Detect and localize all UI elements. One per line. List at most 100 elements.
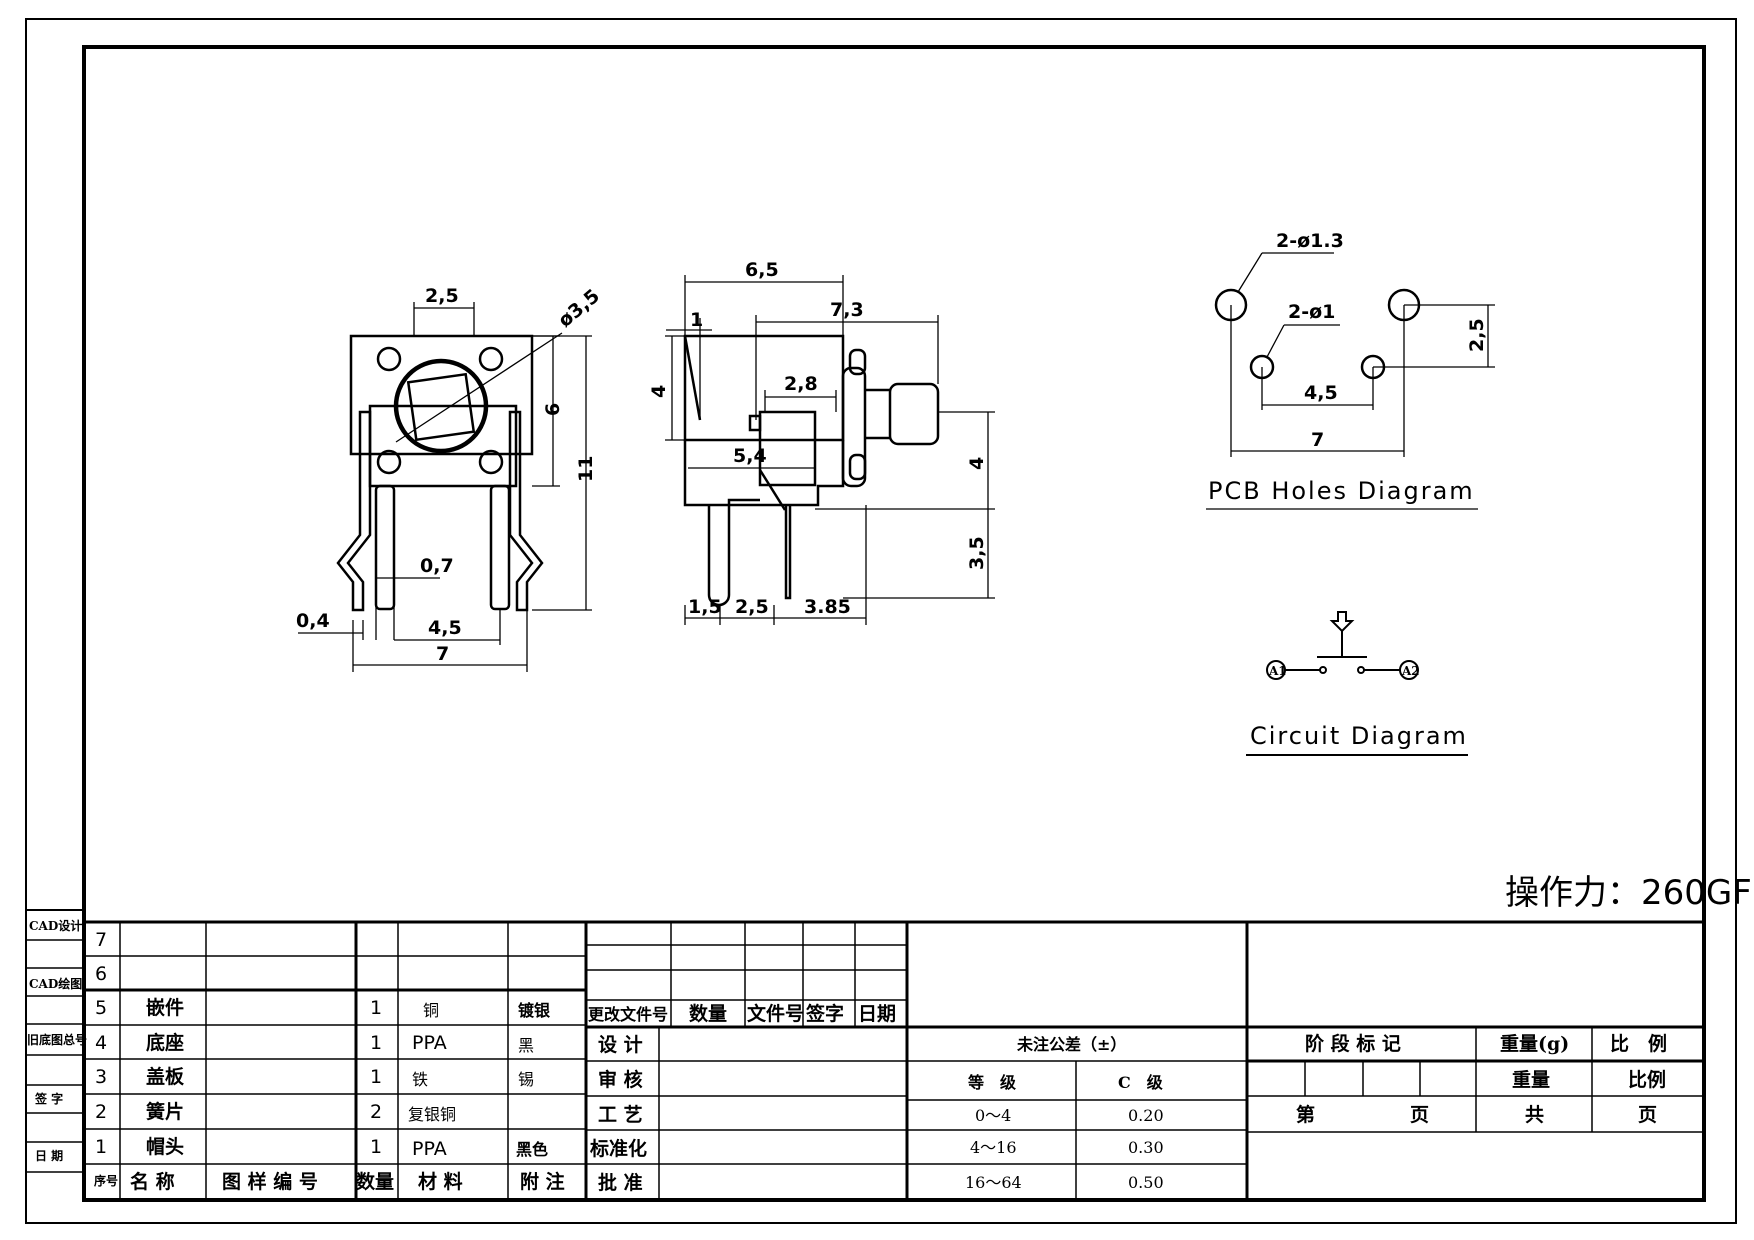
rev-doc-no: 文件号	[747, 1002, 804, 1025]
circuit-label: Circuit Diagram	[1250, 722, 1468, 750]
part-row-2-no: 2	[95, 1101, 107, 1123]
tolerance-value-3: 0.50	[1128, 1173, 1164, 1192]
strip-old-drawing-no: 旧底图总号	[27, 1032, 87, 1047]
part-row-6-no: 6	[95, 963, 107, 985]
dim-2-holes-1: 2-ø1	[1288, 301, 1335, 323]
part-row-4-qty: 1	[370, 1032, 382, 1054]
revision-block: 更改文件号 数量 文件号 签字 日期 设 计 审 核 工 艺 标准化 批 准	[588, 1002, 896, 1194]
rev-qty: 数量	[689, 1002, 727, 1025]
side-view-dim-labels: 6,5 1 7,3 4 2,8 5,4 4 3,5 1,5 2,5 3.85	[648, 259, 988, 618]
tolerance-range-2: 4～16	[970, 1138, 1017, 1157]
dim-7-3: 7,3	[830, 299, 864, 321]
circuit-labels: A1 A2 Circuit Diagram	[1250, 664, 1468, 750]
header-note: 附 注	[520, 1170, 565, 1193]
strip-cad-design: CAD设计	[29, 918, 82, 933]
rev-signature: 签字	[805, 1002, 844, 1025]
dim-6: 6	[542, 403, 564, 416]
circuit-diagram	[1246, 611, 1468, 756]
info-scale: 比例	[1628, 1068, 1666, 1091]
parts-list: 7 6 5 嵌件 1 铜 镀银 4 底座 1 PPA 黑 3 盖板 1 铁 锡 …	[94, 929, 565, 1193]
info-block: 阶 段 标 记 重量(g) 比 例 重量 比例 第 页 共 页	[1296, 1032, 1667, 1126]
dim-7: 7	[436, 643, 449, 665]
front-view-dimensions	[298, 302, 592, 672]
part-row-4-name: 底座	[146, 1031, 184, 1054]
side-view	[683, 334, 940, 607]
dim-pcb-2-5: 2,5	[1466, 318, 1488, 352]
tolerance-value-2: 0.30	[1128, 1138, 1164, 1157]
inner-frame	[82, 45, 1706, 1202]
info-scale-header: 比 例	[1610, 1032, 1667, 1055]
part-row-1-name: 帽头	[146, 1135, 184, 1158]
part-row-7-no: 7	[95, 929, 107, 951]
left-strip: CAD设计 CAD绘图 旧底图总号 签 字 日 期	[27, 918, 87, 1163]
part-row-5-qty: 1	[370, 997, 382, 1019]
part-row-3-material: 铁	[412, 1070, 428, 1089]
info-sheet-no: 第	[1296, 1103, 1315, 1126]
dim-1: 1	[690, 309, 703, 331]
part-row-5-name: 嵌件	[146, 996, 184, 1019]
dim-1-5: 1,5	[688, 596, 722, 618]
dim-0-7: 0,7	[420, 555, 454, 577]
strip-date: 日 期	[35, 1148, 63, 1163]
info-weight-g: 重量(g)	[1500, 1033, 1569, 1055]
tolerance-grade-label: 等 级	[967, 1073, 1017, 1092]
dim-2-holes-1-3: 2-ø1.3	[1276, 230, 1344, 252]
rev-date: 日期	[858, 1003, 896, 1025]
dim-3-5: 3,5	[966, 536, 988, 570]
front-view-dim-labels: 2,5 ø3,5 6 11 0,7 0,4 4,5 7	[296, 285, 604, 665]
strip-signature: 签 字	[34, 1091, 63, 1106]
info-stage-mark: 阶 段 标 记	[1305, 1032, 1401, 1055]
tolerance-range-3: 16～64	[965, 1173, 1022, 1192]
header-material: 材 料	[418, 1170, 463, 1193]
dim-pcb-4-5: 4,5	[1304, 382, 1338, 404]
info-page-2: 页	[1638, 1104, 1657, 1126]
pcb-holes-label: PCB Holes Diagram	[1208, 477, 1475, 505]
dim-2-5: 2,5	[425, 285, 459, 307]
rev-change-doc-no: 更改文件号	[588, 1005, 668, 1024]
front-view	[336, 334, 544, 612]
pcb-dimensions	[1206, 252, 1495, 510]
part-row-1-material: PPA	[412, 1138, 447, 1160]
info-total: 共	[1525, 1104, 1544, 1126]
outer-frame	[25, 18, 1737, 1224]
part-row-2-name: 簧片	[146, 1100, 184, 1123]
part-row-4-note: 黑	[518, 1036, 534, 1055]
tolerance-grade-value: C 级	[1118, 1073, 1164, 1092]
header-qty: 数量	[356, 1170, 394, 1193]
part-row-3-qty: 1	[370, 1066, 382, 1088]
part-row-4-no: 4	[95, 1032, 107, 1054]
approval-standardization: 标准化	[590, 1137, 647, 1160]
approval-review: 审 核	[598, 1068, 643, 1091]
dim-11: 11	[575, 456, 597, 482]
part-row-3-name: 盖板	[146, 1065, 185, 1088]
dim-6-5: 6,5	[745, 259, 779, 281]
strip-cad-drafting: CAD绘图	[29, 976, 82, 991]
dim-2-8: 2,8	[784, 373, 818, 395]
part-row-2-material: 复银铜	[408, 1105, 456, 1124]
part-row-3-no: 3	[95, 1066, 107, 1088]
approval-approve: 批 准	[598, 1172, 643, 1194]
pcb-dim-labels: 2-ø1.3 2-ø1 2,5 4,5 7 PCB Holes Diagram	[1208, 230, 1488, 505]
part-row-2-qty: 2	[370, 1101, 382, 1123]
operating-force: 操作力：260GF	[1505, 873, 1752, 913]
dim-4-5: 4,5	[428, 617, 462, 639]
dim-side-2-5: 2,5	[735, 596, 769, 618]
part-row-1-no: 1	[95, 1136, 107, 1158]
tolerance-title: 未注公差（±）	[1016, 1035, 1126, 1054]
approval-design: 设 计	[598, 1034, 643, 1056]
part-row-5-no: 5	[95, 997, 107, 1019]
tolerance-value-1: 0.20	[1128, 1106, 1164, 1125]
dim-0-4: 0,4	[296, 610, 330, 632]
part-row-5-note: 镀银	[518, 1001, 551, 1020]
dim-side-4b: 4	[966, 457, 988, 470]
part-row-4-material: PPA	[412, 1032, 447, 1054]
approval-process: 工 艺	[598, 1104, 643, 1126]
dim-side-4: 4	[648, 385, 670, 398]
header-no: 序号	[94, 1173, 118, 1188]
part-row-3-note: 锡	[518, 1070, 534, 1089]
dim-5-4: 5,4	[733, 445, 767, 467]
side-view-dimensions	[665, 275, 995, 625]
header-drawing-no: 图 样 编 号	[222, 1170, 318, 1193]
header-name: 名 称	[130, 1170, 175, 1193]
